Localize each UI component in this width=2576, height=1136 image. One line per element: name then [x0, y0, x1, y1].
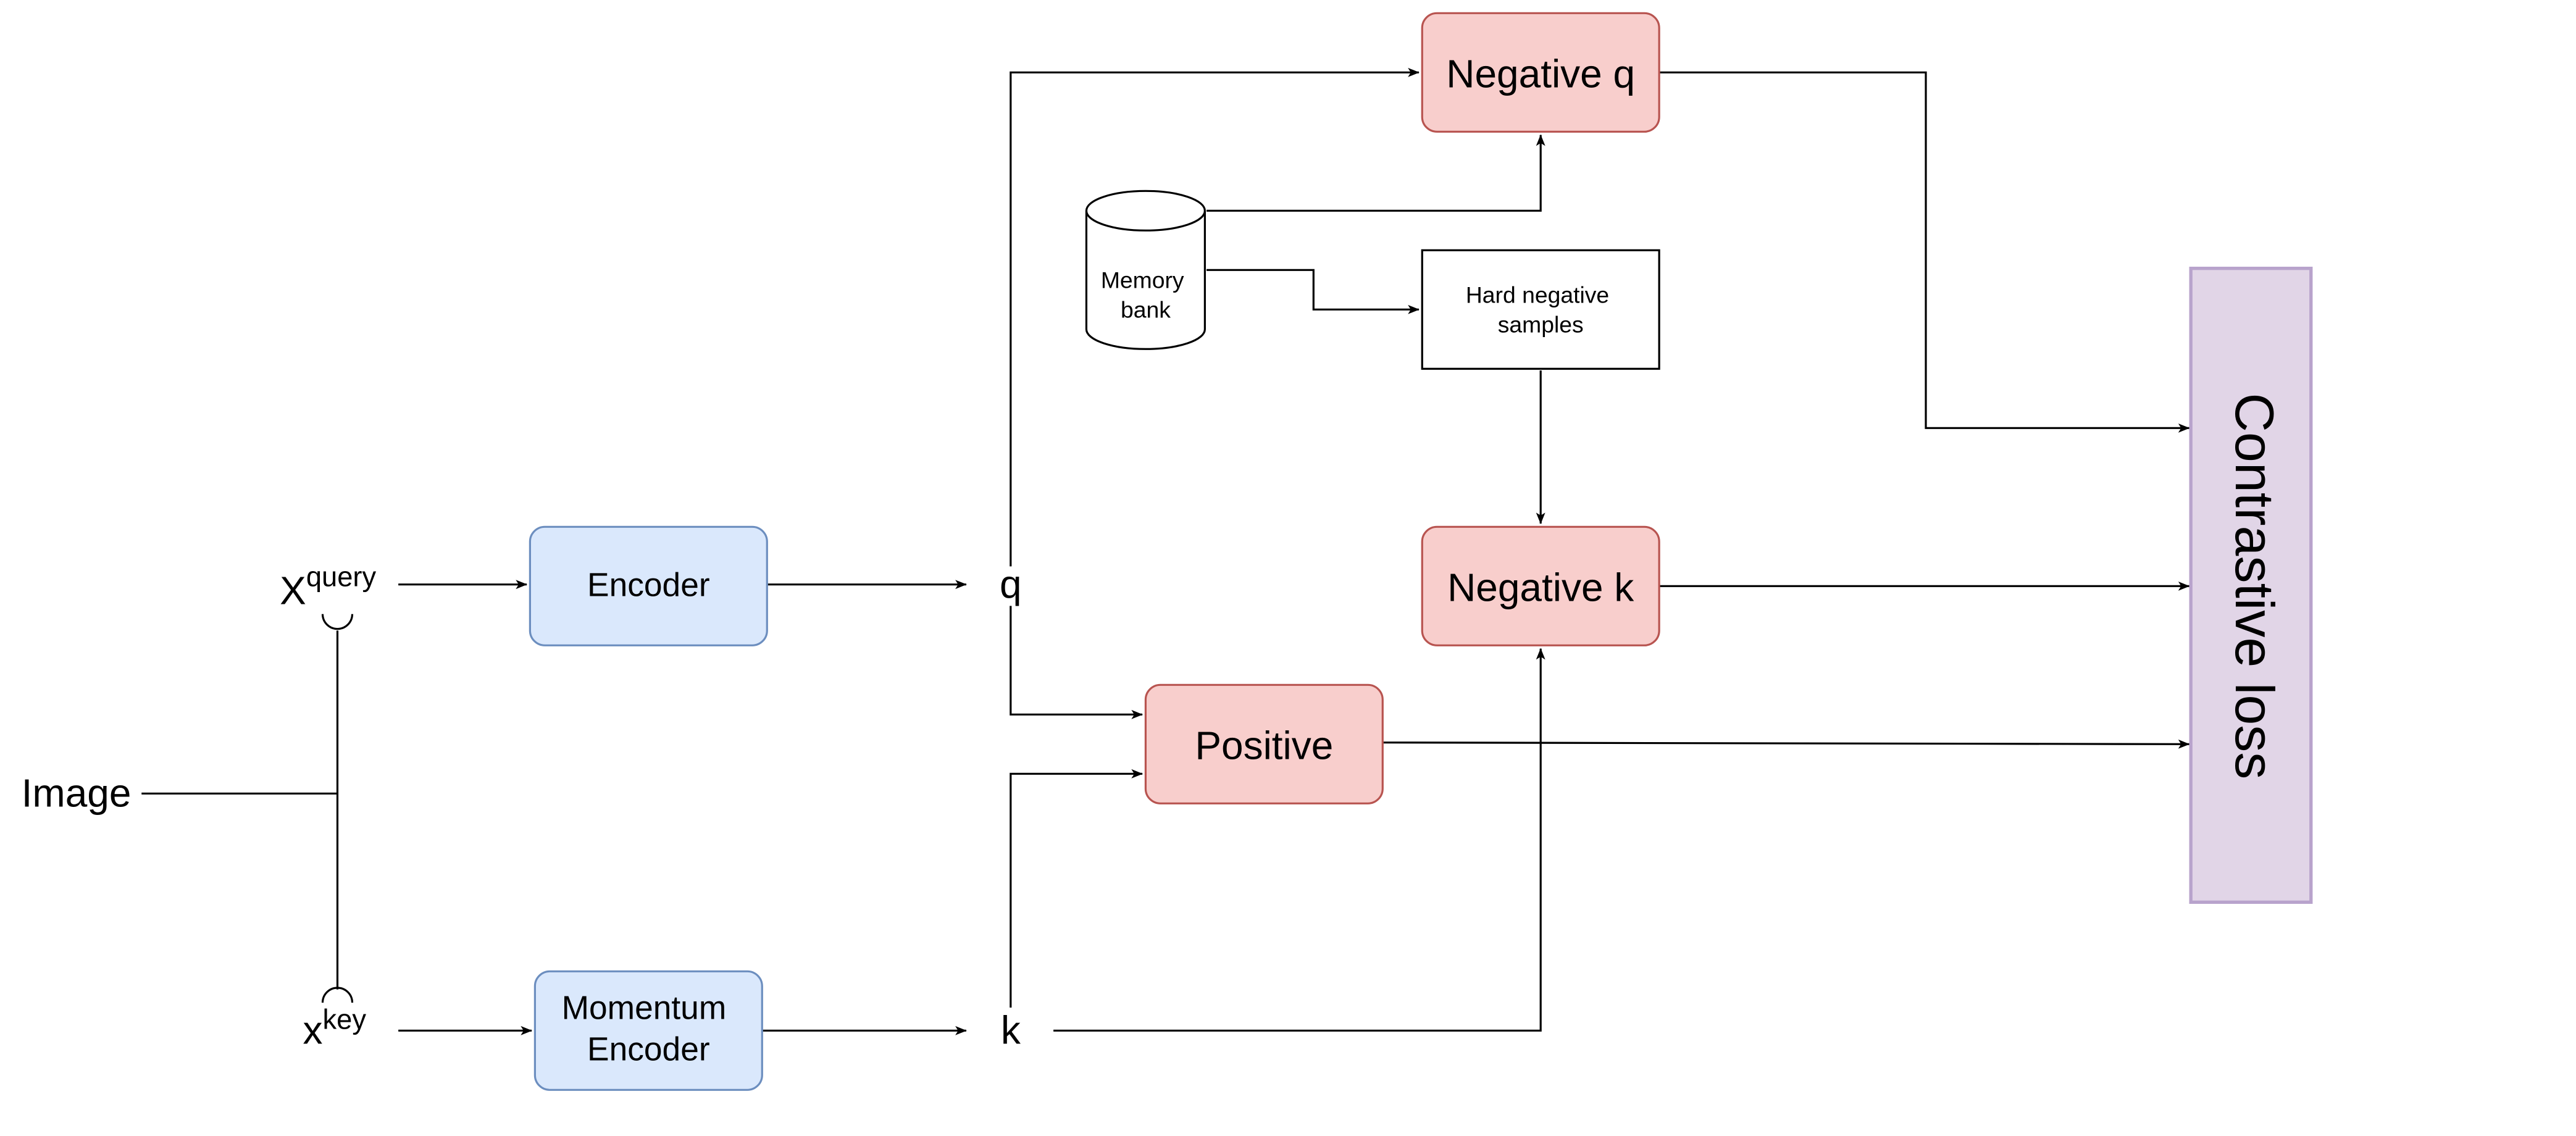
hop-key	[321, 987, 354, 1003]
edge-k-to-negative-k	[1053, 648, 1545, 1032]
q-label: q	[1000, 562, 1022, 606]
negative-k-node: Negative k	[1421, 525, 1660, 646]
memory-bank-label: Memory bank	[1101, 267, 1190, 323]
memory-bank-node: Memory bank	[1085, 190, 1206, 350]
negative-q-box	[1421, 12, 1660, 133]
hard-negative-line2: samples	[1498, 312, 1584, 338]
edge-positive-to-loss	[1382, 739, 2190, 749]
negative-q-node: Negative q	[1421, 12, 1660, 133]
x-key-base: x	[303, 1008, 323, 1053]
positive-node: Positive	[1144, 683, 1384, 804]
contrastive-loss-box	[2189, 267, 2313, 904]
momentum-encoder-box	[533, 970, 763, 1091]
edge-q-to-positive	[1010, 606, 1144, 719]
momentum-encoder-node: Momentum Encoder	[533, 970, 763, 1091]
hop-query	[321, 614, 354, 630]
momentum-encoder-label: Momentum Encoder	[562, 990, 735, 1068]
momentum-encoder-line1: Momentum	[562, 990, 727, 1027]
contrastive-loss-label: Contrastive loss	[2224, 393, 2285, 779]
x-key-sup: key	[322, 1004, 366, 1035]
edge-negative-q-to-loss	[1659, 71, 2190, 433]
negative-q-label: Negative q	[1446, 51, 1635, 96]
hard-negative-node: Hard negative samples	[1421, 249, 1660, 370]
hard-negative-box	[1421, 249, 1660, 370]
x-key-label: xkey	[303, 1004, 367, 1053]
edge-q-to-negative-q	[1010, 67, 1420, 567]
memory-bank-top-rim	[1085, 211, 1206, 232]
edges	[141, 67, 2190, 1035]
x-query-label: Xquery	[280, 561, 376, 612]
x-query-sup: query	[306, 561, 377, 592]
negative-k-label: Negative k	[1447, 565, 1634, 609]
memory-bank-line1: Memory	[1101, 267, 1184, 293]
positive-box	[1144, 683, 1384, 804]
encoder-box	[529, 525, 768, 646]
edge-memory-to-negative-q	[1206, 134, 1545, 212]
edge-memory-to-hard-negative	[1206, 269, 1420, 314]
image-label: Image	[22, 771, 132, 816]
encoder-node: Encoder	[529, 525, 768, 646]
positive-label: Positive	[1195, 723, 1333, 767]
contrastive-loss-node: Contrastive loss	[2189, 267, 2313, 904]
edge-k-to-positive	[1010, 769, 1144, 1008]
memory-bank-line2: bank	[1121, 297, 1171, 323]
hard-negative-label: Hard negative samples	[1466, 282, 1616, 338]
hard-negative-line1: Hard negative	[1466, 282, 1609, 308]
k-label: k	[1001, 1008, 1021, 1053]
negative-k-box	[1421, 525, 1660, 646]
x-query-base: X	[280, 569, 306, 613]
momentum-encoder-line2: Encoder	[587, 1031, 710, 1067]
memory-bank-cylinder	[1085, 190, 1206, 350]
encoder-label: Encoder	[587, 567, 710, 603]
